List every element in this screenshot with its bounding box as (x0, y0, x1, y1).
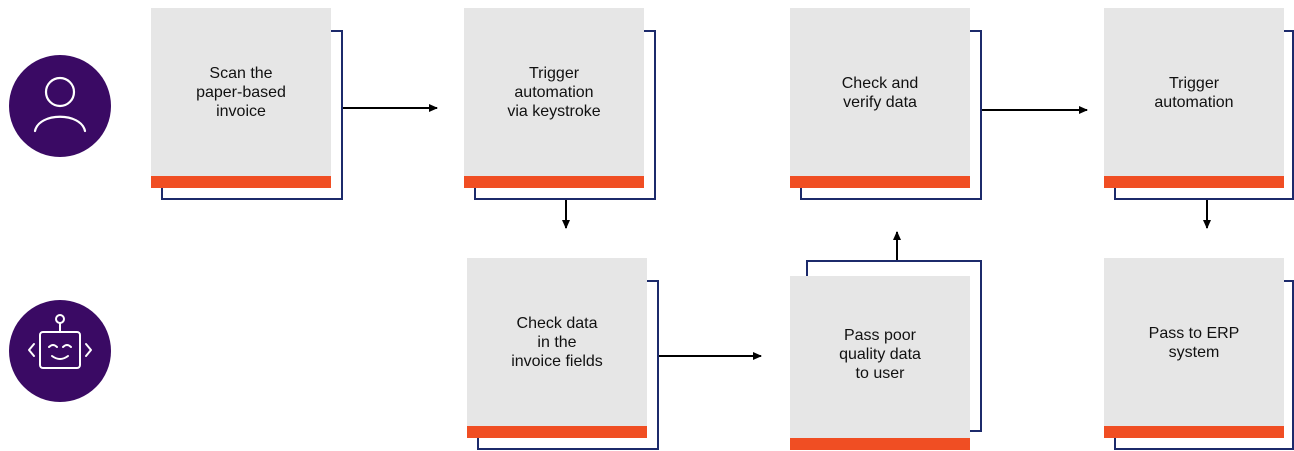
card-accent-bar (790, 438, 970, 450)
card-face: Scan the paper-based invoice (151, 8, 331, 188)
user-avatar (9, 55, 111, 157)
step-scan: Scan the paper-based invoice (151, 8, 343, 200)
step-pass-poor: Pass poor quality data to user (790, 260, 982, 450)
card-accent-bar (467, 426, 647, 438)
step-label: Trigger automation (1154, 75, 1234, 111)
step-label: Check data in the invoice fields (511, 315, 603, 370)
card-face: Trigger automation (1104, 8, 1284, 188)
step-check-fields: Check data in the invoice fields (467, 258, 659, 450)
step-trigger-keystroke: Trigger automation via keystroke (464, 8, 656, 200)
robot-icon (28, 314, 92, 369)
card-accent-bar (1104, 426, 1284, 438)
card-accent-bar (464, 176, 644, 188)
step-label: Scan the paper-based invoice (196, 65, 286, 120)
step-label: Pass to ERP system (1148, 325, 1240, 361)
card-accent-bar (1104, 176, 1284, 188)
card-face: Trigger automation via keystroke (464, 8, 644, 188)
robot-avatar (9, 300, 111, 402)
card-face: Check and verify data (790, 8, 970, 188)
card-face: Pass poor quality data to user (790, 276, 970, 450)
card-face: Check data in the invoice fields (467, 258, 647, 438)
step-label: Check and verify data (841, 75, 919, 111)
person-icon (33, 76, 87, 133)
card-accent-bar (151, 176, 331, 188)
step-trigger-automation: Trigger automation (1104, 8, 1294, 200)
card-face: Pass to ERP system (1104, 258, 1284, 438)
step-pass-erp: Pass to ERP system (1104, 258, 1294, 450)
card-accent-bar (790, 176, 970, 188)
step-label: Trigger automation via keystroke (507, 65, 601, 120)
step-label: Pass poor quality data to user (839, 327, 921, 382)
step-check-verify: Check and verify data (790, 8, 982, 200)
